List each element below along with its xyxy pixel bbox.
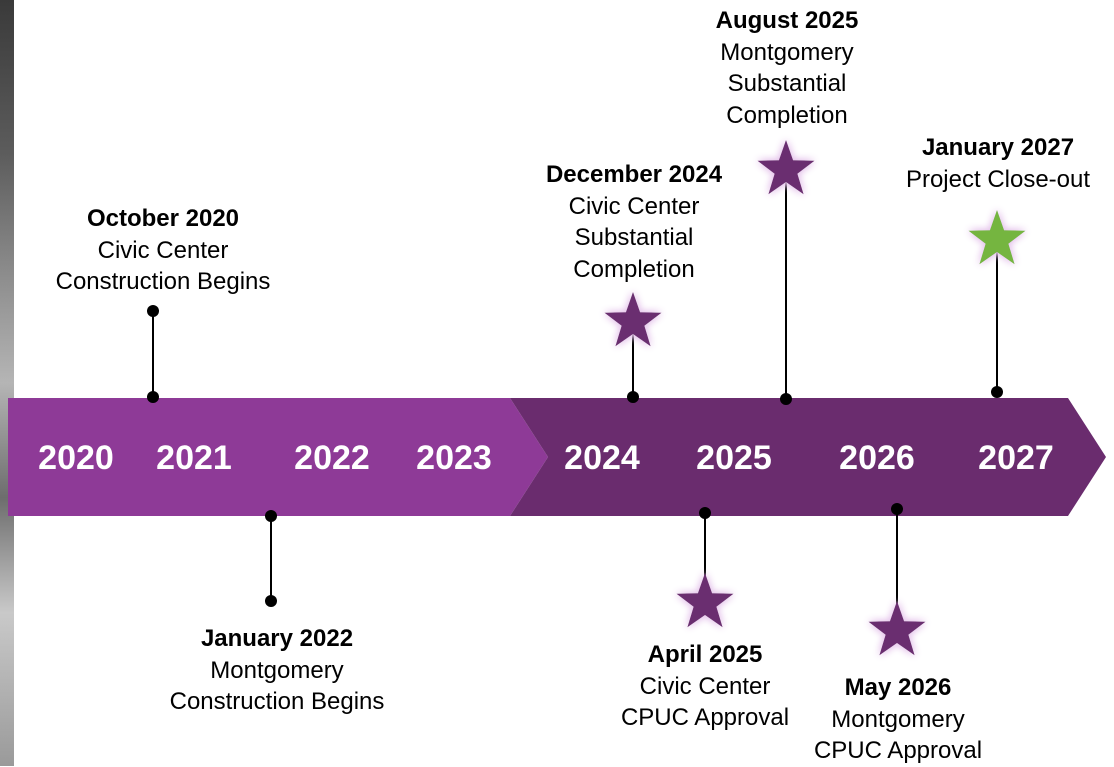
milestone-label-may-2026: May 2026 Montgomery CPUC Approval xyxy=(814,672,982,767)
star-purple-icon xyxy=(676,573,734,628)
milestone-date: December 2024 xyxy=(545,161,723,188)
milestone-date: January 2022 xyxy=(200,625,354,652)
background-photo-edge xyxy=(0,0,14,766)
milestone-label-jan-2022: January 2022 Montgomery Construction Beg… xyxy=(170,623,385,718)
connector-dot xyxy=(780,393,792,405)
milestone-text: Montgomery xyxy=(210,656,344,684)
connector-dot xyxy=(265,510,277,522)
milestone-text: CPUC Approval xyxy=(813,737,983,764)
milestone-text: Completion xyxy=(726,101,848,129)
year-label-2022: 2022 xyxy=(294,439,370,477)
connector-dot xyxy=(991,386,1003,398)
star-purple-icon xyxy=(868,601,926,656)
milestone-label-aug-2025: August 2025 Montgomery Substantial Compl… xyxy=(716,5,859,131)
star-purple-icon xyxy=(757,140,815,195)
milestone-date: August 2025 xyxy=(715,7,859,34)
milestone-label-dec-2024: December 2024 Civic Center Substantial C… xyxy=(546,159,722,285)
year-label-2023: 2023 xyxy=(416,439,492,477)
milestone-text: CPUC Approval xyxy=(620,704,790,731)
connector-dot xyxy=(699,507,711,519)
milestone-text: Civic Center xyxy=(97,236,229,264)
year-label-2020: 2020 xyxy=(38,439,114,477)
milestone-label-apr-2025: April 2025 Civic Center CPUC Approval xyxy=(621,639,789,734)
timeline-band-past xyxy=(8,398,548,516)
connector-dot xyxy=(147,305,159,317)
milestone-text: Substantial xyxy=(727,70,847,97)
milestone-text: Construction Begins xyxy=(169,688,385,715)
timeline-band-future xyxy=(510,398,1106,516)
year-label-2025: 2025 xyxy=(696,439,772,477)
milestone-date: October 2020 xyxy=(86,205,240,232)
milestone-text: Completion xyxy=(573,255,695,283)
milestone-label-oct-2020: October 2020 Civic Center Construction B… xyxy=(56,203,271,298)
milestone-text: Montgomery xyxy=(831,705,965,733)
milestone-text: Civic Center xyxy=(639,672,771,700)
milestone-date: April 2025 xyxy=(647,641,763,668)
milestone-label-jan-2027: January 2027 Project Close-out xyxy=(906,132,1090,195)
milestone-date: May 2026 xyxy=(844,674,952,701)
connector-dot xyxy=(627,391,639,403)
year-label-2021: 2021 xyxy=(156,439,232,477)
milestone-text: Substantial xyxy=(574,224,694,251)
milestone-text: Construction Begins xyxy=(55,268,271,295)
milestone-date: January 2027 xyxy=(921,134,1075,161)
connector-dot xyxy=(265,595,277,607)
connector-dot xyxy=(891,503,903,515)
milestone-text: Project Close-out xyxy=(905,165,1091,193)
year-label-2026: 2026 xyxy=(839,439,915,477)
star-green-icon xyxy=(968,210,1026,265)
year-label-2024: 2024 xyxy=(564,439,640,477)
year-label-2027: 2027 xyxy=(978,439,1054,477)
milestone-text: Civic Center xyxy=(568,192,700,220)
connector-dot xyxy=(147,391,159,403)
star-purple-icon xyxy=(604,292,662,347)
milestone-text: Montgomery xyxy=(720,38,854,66)
